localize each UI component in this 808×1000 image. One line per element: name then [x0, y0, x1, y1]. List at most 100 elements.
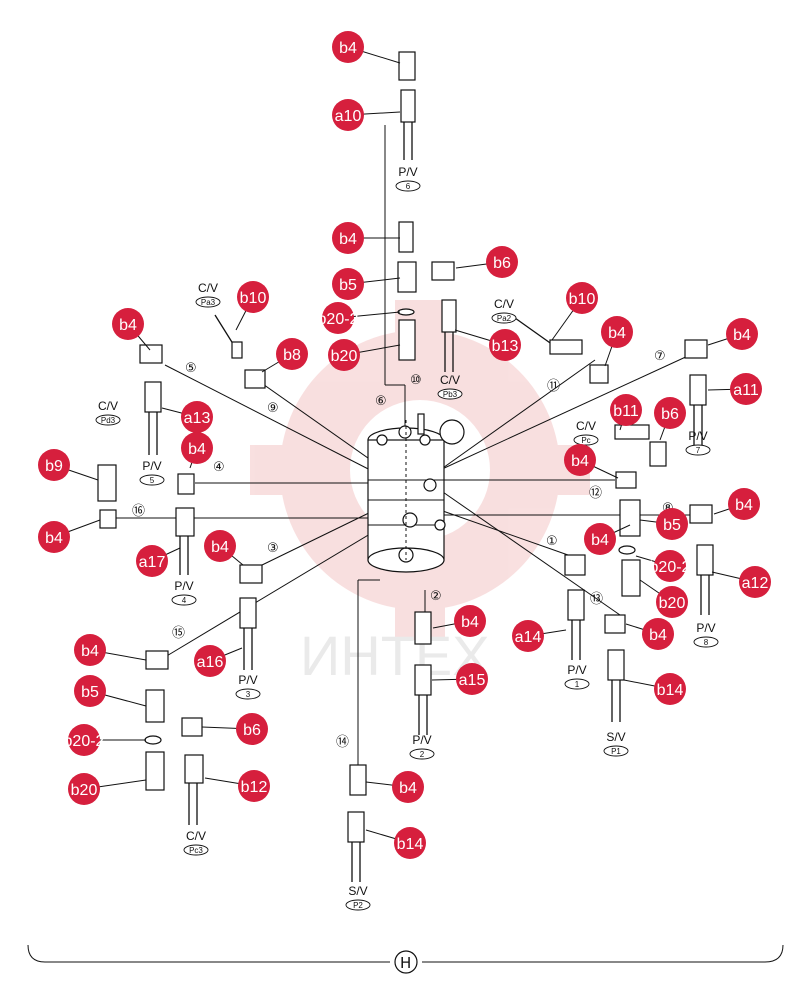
part-callout[interactable]: b4 — [392, 771, 424, 803]
valve-code-oval — [603, 745, 629, 757]
part-callout[interactable]: b6 — [654, 397, 686, 429]
valve-code: P2 — [353, 901, 363, 910]
callout-badge — [237, 281, 269, 313]
route-number: ⑫ — [589, 486, 602, 501]
callout-label: b10 — [240, 290, 267, 307]
part-callout[interactable]: b20-2 — [64, 724, 105, 756]
valve-code: Pc — [581, 436, 590, 445]
part-callout[interactable]: b4 — [601, 316, 633, 348]
valve-label: S/VP1 — [603, 730, 629, 757]
callout-label: b4 — [608, 325, 626, 342]
valve-label: P/V6 — [395, 165, 421, 192]
part-callout[interactable]: b10 — [566, 282, 598, 314]
callout-badge — [394, 827, 426, 859]
valve-type: P/V — [142, 459, 161, 473]
part-callout[interactable]: a10 — [332, 99, 364, 131]
part-callout[interactable]: b6 — [236, 713, 268, 745]
part-callout[interactable]: b20 — [68, 773, 100, 805]
fitting-b4-top — [398, 51, 416, 81]
route-number: ⑮ — [172, 626, 185, 641]
route-number: ⑩ — [410, 373, 422, 388]
valve-code: 4 — [182, 596, 187, 605]
valve-code: Pa2 — [497, 314, 512, 323]
part-callout[interactable]: b14 — [654, 673, 686, 705]
part-callout[interactable]: b4 — [332, 222, 364, 254]
valve-type: C/V — [98, 399, 118, 413]
part-callout[interactable]: b4 — [642, 618, 674, 650]
callout-badge — [236, 713, 268, 745]
valve-code: 2 — [420, 750, 425, 759]
callout-badge — [730, 373, 762, 405]
callout-label: b4 — [81, 643, 99, 660]
callout-label: a15 — [459, 672, 486, 689]
part-callout[interactable]: b20-2 — [318, 302, 359, 334]
part-callout[interactable]: b4 — [726, 318, 758, 350]
part-callout[interactable]: b20 — [328, 339, 360, 371]
part-callout[interactable]: b5 — [656, 508, 688, 540]
part-callout[interactable]: b4 — [584, 523, 616, 555]
part-callout[interactable]: a15 — [456, 663, 488, 695]
valve-code: 6 — [406, 182, 411, 191]
part-callout[interactable]: b4 — [204, 530, 236, 562]
valve-label: P/V4 — [171, 579, 197, 606]
valve-type: P/V — [696, 621, 715, 635]
callout-badge — [136, 545, 168, 577]
callout-badge — [489, 329, 521, 361]
callout-badge — [512, 620, 544, 652]
valve-label: P/V7 — [685, 429, 711, 456]
part-callout[interactable]: b4 — [74, 634, 106, 666]
callout-badge — [656, 508, 688, 540]
valve-type: C/V — [494, 297, 514, 311]
part-callout[interactable]: b11 — [610, 394, 642, 426]
route-number: ⑭ — [336, 735, 349, 750]
part-callout[interactable]: a11 — [730, 373, 762, 405]
callout-label: b4 — [119, 317, 137, 334]
part-callout[interactable]: b5 — [332, 268, 364, 300]
callout-label: b9 — [45, 458, 63, 475]
valve-label: P/V3 — [235, 673, 261, 700]
valve-type: S/V — [348, 884, 367, 898]
part-callout[interactable]: a17 — [136, 545, 168, 577]
fittings — [97, 51, 714, 882]
callout-badge — [332, 31, 364, 63]
part-callout[interactable]: b6 — [486, 246, 518, 278]
callout-badge — [728, 488, 760, 520]
callout-label: b4 — [591, 532, 609, 549]
part-callout[interactable]: b20-2 — [650, 550, 691, 582]
callout-badge — [74, 675, 106, 707]
part-callout[interactable]: b4 — [181, 432, 213, 464]
route-number: ⑨ — [267, 401, 279, 416]
callout-label: b4 — [735, 497, 753, 514]
part-callout[interactable]: b10 — [237, 281, 269, 313]
part-callout[interactable]: b13 — [489, 329, 521, 361]
callout-badge — [68, 724, 100, 756]
callout-badge — [68, 773, 100, 805]
bottom-brace: H — [27, 944, 784, 974]
fitting-b5 — [397, 261, 417, 293]
callout-badge — [654, 550, 686, 582]
valve-code-oval — [685, 444, 711, 456]
valve-code: 8 — [704, 638, 709, 647]
part-callout[interactable]: a12 — [739, 566, 771, 598]
part-callout[interactable]: b14 — [394, 827, 426, 859]
part-callout[interactable]: b20 — [656, 586, 688, 618]
part-callout[interactable]: b4 — [454, 605, 486, 637]
part-callout[interactable]: a14 — [512, 620, 544, 652]
valve-label: S/V P2 — [345, 884, 371, 911]
part-callout[interactable]: b5 — [74, 675, 106, 707]
route-number: ① — [546, 534, 558, 549]
callout-label: b4 — [45, 530, 63, 547]
part-callout[interactable]: b4 — [332, 31, 364, 63]
part-callout[interactable]: b12 — [238, 770, 270, 802]
callout-label: a17 — [139, 554, 166, 571]
part-callout[interactable]: b4 — [564, 444, 596, 476]
part-callout[interactable]: b4 — [38, 521, 70, 553]
part-callout[interactable]: b8 — [276, 338, 308, 370]
part-callout[interactable]: a13 — [181, 401, 213, 433]
part-callout[interactable]: b4 — [728, 488, 760, 520]
part-callout[interactable]: b9 — [38, 449, 70, 481]
callout-label: b4 — [649, 627, 667, 644]
part-callout[interactable]: a16 — [194, 645, 226, 677]
part-callout[interactable]: b4 — [112, 308, 144, 340]
